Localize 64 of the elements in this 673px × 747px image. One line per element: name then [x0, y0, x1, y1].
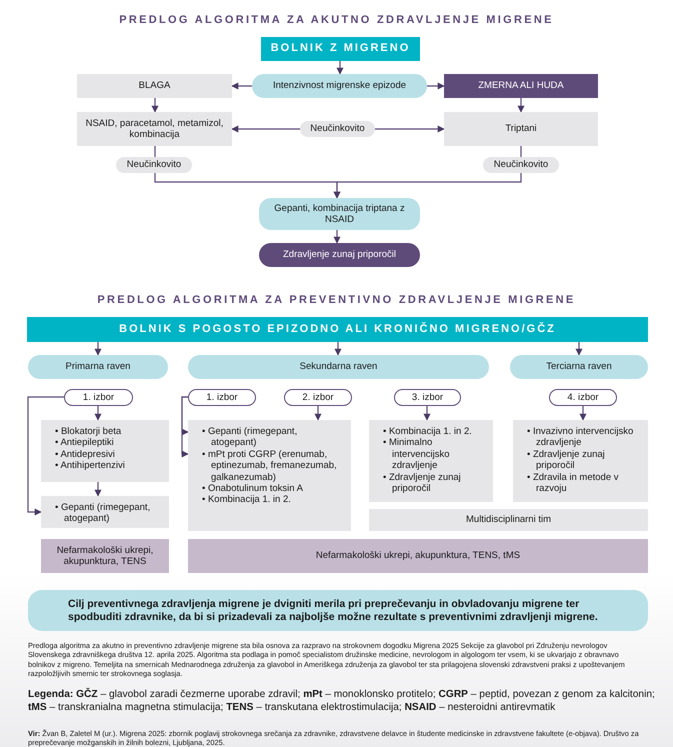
arrow	[334, 342, 342, 356]
process-box: NSAID, paracetamol, metamizol, kombinacija	[77, 112, 232, 146]
list-item: • Minimalno intervencijsko zdravljenje	[383, 437, 451, 472]
list-box	[513, 420, 648, 502]
process-box: ZMERNA ALI HUDA	[444, 74, 598, 98]
list-box	[369, 420, 493, 502]
choice-pill: 1. izbor	[188, 389, 256, 406]
process-box: Nefarmakološki ukrepi, akupunktura, TENS, tMS	[188, 539, 648, 573]
list-item: • Zdravljenje zunaj priporočil	[383, 472, 462, 494]
arrow	[94, 406, 102, 421]
list-item: • mPt proti CGRP (erenumab, eptinezumab, fremanezumab, galkanezumab)	[202, 448, 338, 483]
edge-label: Neučinkovito	[483, 157, 559, 173]
process-pill: Intenzivnost migrenske epizode	[252, 74, 427, 98]
section-heading: PREDLOG ALGORITMA ZA AKUTNO ZDRAVLJENJE MIGRENE	[118, 14, 555, 26]
arrow	[580, 406, 586, 421]
process-box: Gepanti, kombinacija triptana z NSAID	[259, 198, 420, 230]
section-heading: PREDLOG ALGORITMA ZA PREVENTIVNO ZDRAVLJENJE MIGRENE	[96, 294, 577, 306]
box-heading: BOLNIK Z MIGRENO	[261, 37, 420, 61]
goal-box: Cilj preventivnega zdravljenja migrene je dvigniti merila pri preprečevanju in obvladovanju migrene ter spodbuditi zdravnike, da bi si prizadevali za najboljše možne rezultate s preventivnimi zdravljenji migrene.	[28, 590, 648, 631]
list-item: • Antidepresivi	[55, 448, 116, 460]
edge-label: Neučinkovito	[116, 157, 192, 173]
arrow	[27, 396, 64, 516]
list-item: • Kombinacija 1. in 2.	[202, 494, 292, 506]
choice-pill: 4. izbor	[549, 389, 617, 406]
process-box: BLAGA	[77, 74, 232, 98]
level-pill: Terciarna raven	[510, 355, 648, 379]
choice-pill: 1. izbor	[64, 389, 133, 406]
choice-pill: 3. izbor	[394, 389, 461, 406]
list-item: • Zdravljenje zunaj priporočil	[527, 448, 606, 472]
list-item: • Blokatorji beta	[55, 426, 122, 438]
legend-text: Legenda: GČZ – glavobol zaradi čezmerne uporabe zdravil; mPt – monoklonsko protitelo; CGRP – peptid, povezan z genom za kalcitonin; tMS – transkranialna magnetna stimulacija; TENS – transkutana elektrostimulacija; NSAID – nesteroidni antirevmatik	[28, 689, 656, 714]
arrow	[314, 406, 322, 421]
box-heading: BOLNIK S POGOSTO EPIZODNO ALI KRONIČNO MIGRENO/GČZ	[27, 317, 648, 342]
edge-label: Neučinkovito	[300, 121, 375, 137]
list-item: • Invazivno intervencijsko zdravljenje	[527, 426, 634, 449]
arrow	[94, 342, 102, 356]
arrow	[334, 146, 522, 199]
list-box	[41, 496, 169, 528]
level-pill: Primarna raven	[28, 355, 168, 379]
list-item: • Gepanti (rimegepant, atogepant)	[55, 502, 152, 525]
process-box: Multidisciplinarni tim	[369, 509, 648, 531]
arrow	[181, 396, 189, 458]
list-item: • Zdravila in metode v razvoju	[527, 472, 620, 494]
arrow	[336, 61, 344, 75]
list-item: • Antihipertenzivi	[55, 460, 126, 472]
process-box: Triptani	[444, 112, 598, 146]
list-item: • Kombinacija 1. in 2.	[383, 426, 473, 438]
level-pill: Sekundarna raven	[188, 355, 489, 379]
arrow	[576, 342, 582, 356]
terminal-pill: Zdravljenje zunaj priporočil	[259, 243, 420, 267]
list-box	[188, 420, 351, 531]
arrow	[334, 230, 340, 244]
choice-pill: 2. izbor	[284, 389, 352, 406]
arrow	[427, 82, 445, 90]
process-box: Nefarmakološki ukrepi, akupunktura, TENS	[41, 539, 169, 573]
arrow	[424, 406, 430, 421]
arrow	[518, 98, 524, 113]
list-box	[41, 420, 169, 482]
list-item: • Antiepileptiki	[55, 437, 115, 449]
arrow	[152, 98, 158, 113]
arrow	[231, 82, 252, 90]
list-item: • Onabotulinum toksin A	[202, 482, 304, 494]
arrow	[94, 482, 102, 497]
list-item: • Gepanti (rimegepant, atogepant)	[202, 426, 298, 449]
